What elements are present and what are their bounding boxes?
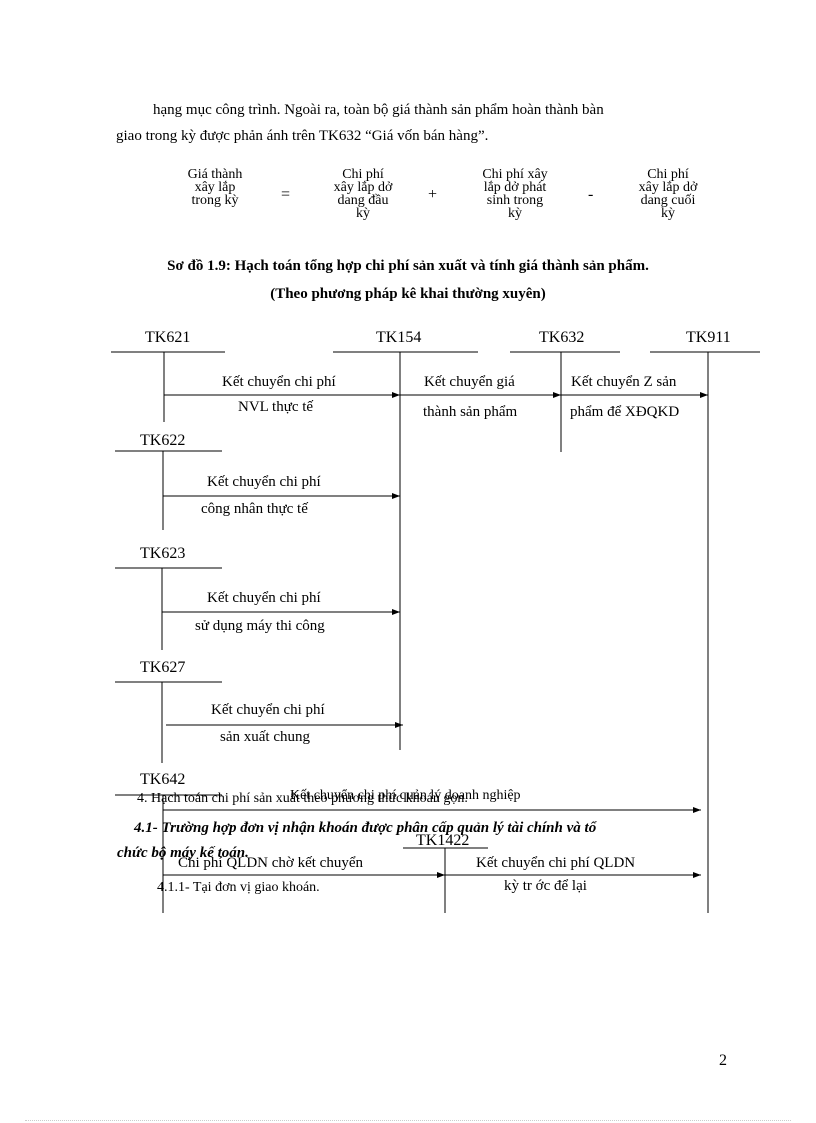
tk1422-label: TK1422	[416, 832, 470, 849]
flow-621-line1: Kết chuyển chi phí	[222, 374, 336, 390]
page-bottom-divider	[25, 1120, 791, 1121]
flow-642-wait-label: Chi phí QLDN chờ kết chuyển	[178, 855, 363, 871]
heading-section-4: 4. Hạch toán chi phí sản xuất theo phươn…	[137, 791, 468, 806]
flow-1422-line2: kỳ tr ớc để lại	[504, 878, 587, 894]
tk623-label: TK623	[140, 545, 186, 562]
formula-plus: +	[428, 186, 438, 203]
heading-section-4-1-1: 4.1.1- Tại đơn vị giao khoán.	[157, 880, 320, 895]
tk911-label: TK911	[686, 329, 731, 346]
flow-632-line1: Kết chuyển Z sản	[571, 374, 677, 390]
diagram-subtitle: (Theo phương pháp kê khai thường xuyên)	[270, 286, 546, 302]
tk632-label: TK632	[539, 329, 585, 346]
flow-623-line2: sử dụng máy thi công	[195, 618, 325, 634]
tk621-label: TK621	[145, 329, 191, 346]
flow-1422-line1: Kết chuyển chi phí QLDN	[476, 855, 636, 871]
flow-622-line2: công nhân thực tế	[201, 501, 308, 517]
flow-627-line1: Kết chuyển chi phí	[211, 702, 325, 718]
flow-154-line1: Kết chuyển giá	[424, 374, 515, 390]
intro-line-1: hạng mục công trình. Ngoài ra, toàn bộ g…	[153, 102, 604, 118]
tk642-label: TK642	[140, 771, 186, 788]
flow-627-line2: sản xuất chung	[220, 729, 310, 745]
flow-632-line2: phẩm để XĐQKD	[570, 404, 680, 420]
heading-section-4-1-b: chức bộ máy kế toán.	[117, 845, 249, 861]
formula-minus: -	[588, 186, 594, 203]
flow-623-line1: Kết chuyển chi phí	[207, 590, 321, 606]
formula-equals: =	[281, 186, 291, 203]
diagram-title: Sơ đồ 1.9: Hạch toán tổng hợp chi phí sả…	[167, 258, 649, 274]
intro-line-2: giao trong kỳ được phản ánh trên TK632 “…	[116, 128, 489, 144]
tk622-label: TK622	[140, 432, 186, 449]
tk154-label: TK154	[376, 329, 422, 346]
flow-621-line2: NVL thực tế	[238, 399, 314, 415]
heading-section-4-1-a: 4.1- Trường hợp đơn vị nhận khoán được p…	[134, 820, 597, 836]
flow-154-line2: thành sản phẩm	[423, 404, 518, 420]
flow-642-label: Kết chuyển chi phí quản lý doanh nghiệp	[290, 788, 521, 803]
tk627-label: TK627	[140, 659, 186, 676]
page-number: 2	[719, 1052, 727, 1069]
flow-622-line1: Kết chuyển chi phí	[207, 474, 321, 490]
